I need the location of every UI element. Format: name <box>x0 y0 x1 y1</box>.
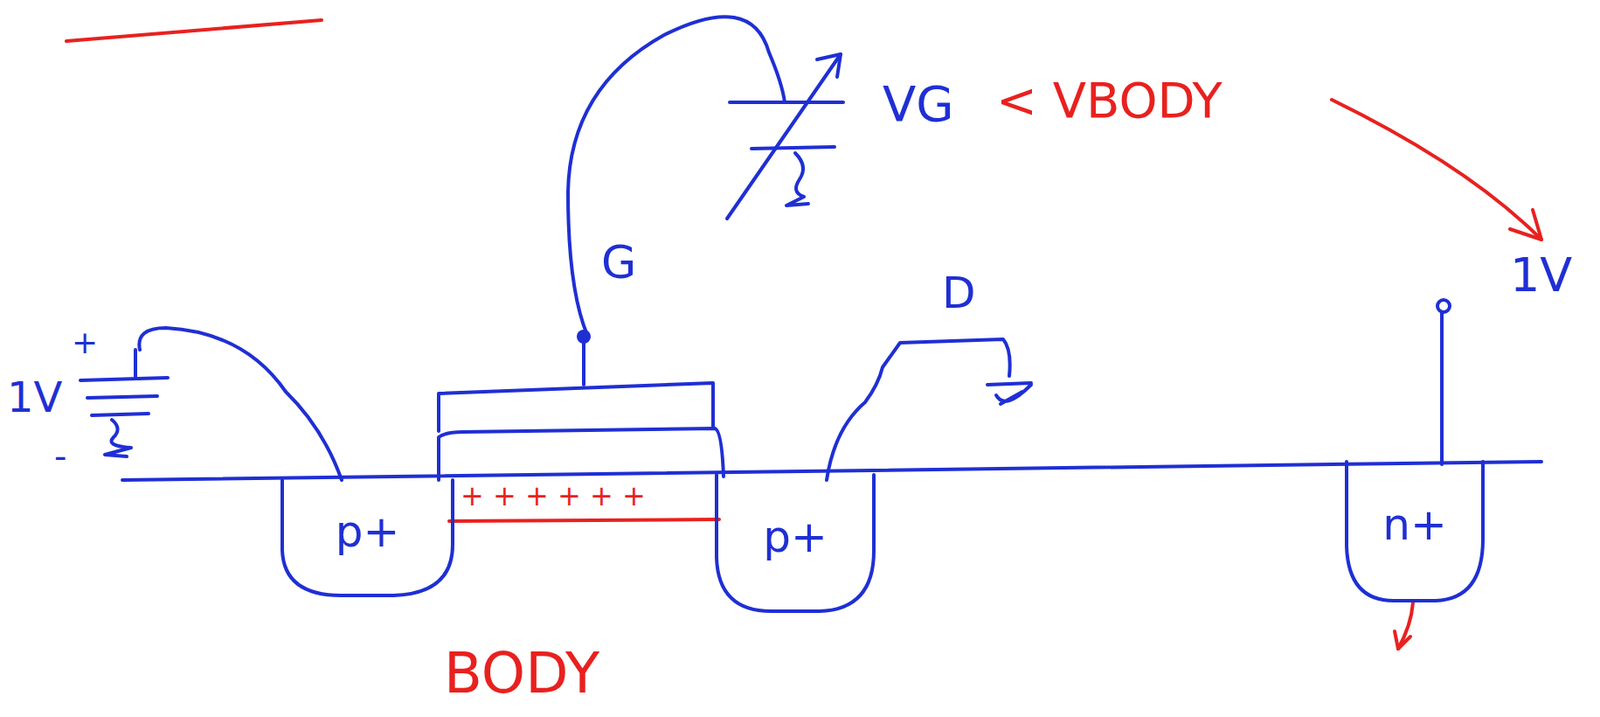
battery-plate <box>80 377 168 381</box>
body-contact-line <box>1440 312 1444 465</box>
diffusion-well: n+ <box>1344 461 1485 603</box>
channel-line <box>449 519 720 521</box>
ground-symbol <box>786 152 809 206</box>
variable-arrow-head <box>817 54 841 77</box>
annotation-label: - <box>54 436 67 476</box>
current-arrowhead <box>1394 630 1411 649</box>
annotation-label: G <box>601 237 637 288</box>
well-boundary <box>1346 461 1483 601</box>
source-wire <box>138 327 342 480</box>
title-underline <box>66 20 322 42</box>
battery-lead <box>133 349 138 378</box>
terminal-dot <box>576 329 591 344</box>
well-boundary <box>282 479 453 596</box>
gate-wire <box>567 16 785 335</box>
pointer-arrow <box>1331 99 1542 240</box>
diffusion-well: p+ <box>714 474 876 613</box>
variable-arrow <box>727 54 841 219</box>
battery-plate <box>91 413 149 416</box>
battery-plate <box>729 100 844 104</box>
annotation-label: + <box>71 325 98 361</box>
region-label: p+ <box>335 507 401 556</box>
region-label: p+ <box>762 512 828 562</box>
gate-contact-line <box>581 339 586 385</box>
ground-symbol <box>104 419 132 457</box>
terminal-dot <box>1437 299 1450 312</box>
gate-electrode <box>438 382 714 431</box>
pointer-arrowhead <box>1509 209 1542 240</box>
annotation-label: VG <box>882 76 955 132</box>
annotation-label: BODY <box>443 642 600 704</box>
region-label: n+ <box>1382 500 1448 549</box>
annotation-label: 1V <box>1509 249 1573 301</box>
annotation-label: < VBODY <box>996 73 1223 128</box>
ground-symbol <box>987 382 1032 404</box>
annotation-label: 1V <box>6 374 63 421</box>
gate-oxide <box>438 428 724 480</box>
battery-plate <box>751 146 835 149</box>
drain-wire <box>826 339 1011 480</box>
annotation-label: D <box>941 269 977 318</box>
diffusion-well: p+ <box>280 479 455 597</box>
well-boundary <box>716 474 874 611</box>
annotation-label: + + + + + + <box>460 480 646 512</box>
battery-plate <box>87 395 158 398</box>
